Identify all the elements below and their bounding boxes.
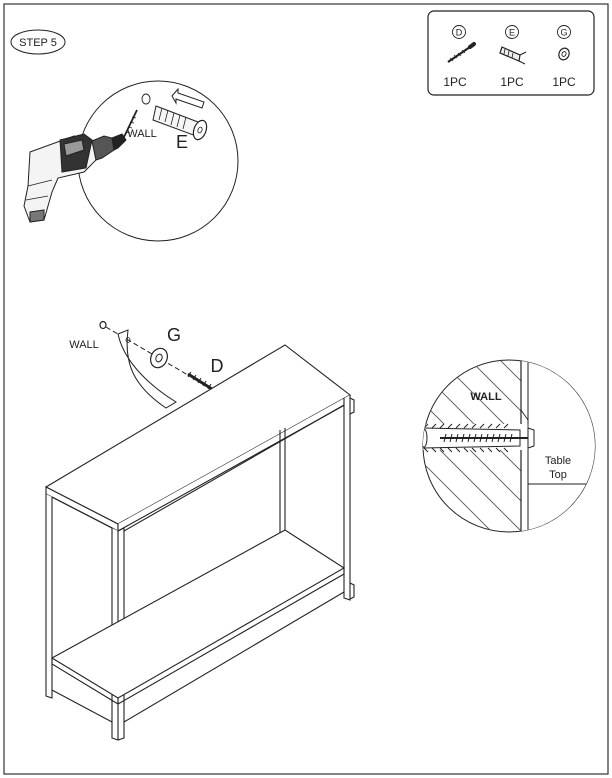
main-wall-label: WALL xyxy=(69,339,99,351)
part-e-letter: E xyxy=(509,28,515,38)
wall-hole xyxy=(141,93,151,105)
parts-box: D 1PC E 1PC G 1PC xyxy=(427,10,595,96)
drill-bit xyxy=(123,109,138,138)
part-e-qty: 1PC xyxy=(500,75,524,89)
section-tabletop-label-2: Top xyxy=(549,469,567,481)
direction-arrow xyxy=(171,87,205,109)
leg-back-right xyxy=(343,398,351,601)
part-d-letter: D xyxy=(456,28,463,38)
drill-detail: WALL E xyxy=(23,80,239,242)
part-g-qty: 1PC xyxy=(552,75,576,89)
section-tabletop-label-1: Table xyxy=(545,455,571,467)
part-g-letter: G xyxy=(560,28,567,38)
console-table xyxy=(44,344,355,741)
anchor-e xyxy=(152,105,208,141)
washer-g xyxy=(150,347,168,369)
part-d-qty: 1PC xyxy=(443,75,467,89)
washer-icon xyxy=(558,47,570,61)
step-badge: STEP 5 xyxy=(10,29,66,55)
wall-anchor-icon xyxy=(499,46,527,65)
step-label: STEP 5 xyxy=(19,37,57,49)
leg-front-left xyxy=(45,494,53,699)
drill-part-label: E xyxy=(176,132,188,152)
table-top xyxy=(44,344,351,525)
page-border xyxy=(3,3,609,775)
lower-shelf xyxy=(50,529,346,699)
wall-strap xyxy=(117,329,177,409)
main-washer-label: G xyxy=(167,325,181,345)
section-detail: WALL Table Top xyxy=(422,359,596,533)
main-screw-label: D xyxy=(211,356,224,376)
section-screw xyxy=(440,427,535,449)
drill-icon xyxy=(23,133,127,223)
drill-wall-label: WALL xyxy=(127,128,157,140)
main-wall-hole xyxy=(99,320,107,330)
section-wall-label: WALL xyxy=(470,391,501,403)
main-wall-fixing: WALL G D xyxy=(69,320,230,409)
screw-icon xyxy=(447,42,476,63)
